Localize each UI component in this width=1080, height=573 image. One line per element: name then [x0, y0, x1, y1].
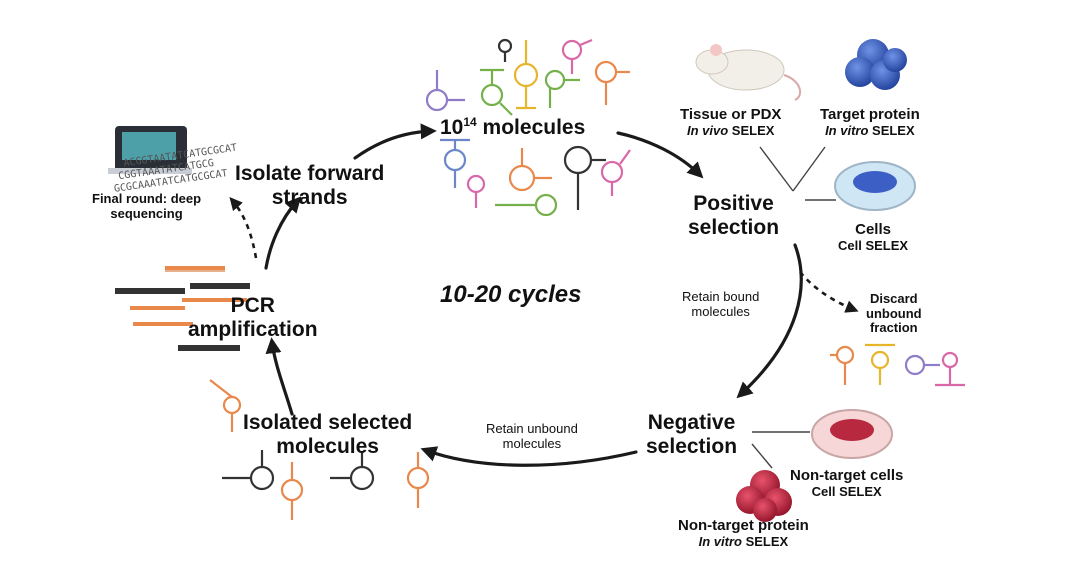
arrow-isolated-to-pcr	[265, 337, 294, 416]
arrow-negative-to-isolated	[420, 446, 638, 467]
arrow-to-sequencing	[229, 197, 258, 259]
library-label: 1014 molecules	[440, 115, 586, 139]
isolated-aptamers	[209, 379, 430, 520]
nontarget-protein-icon	[736, 470, 792, 522]
aptamer-library	[425, 38, 631, 217]
arrow-discard	[799, 271, 859, 313]
cell-dish-red	[811, 409, 893, 459]
arrow-pcr-to-isolate	[264, 196, 302, 270]
arrow-isolate-to-library	[353, 123, 437, 160]
pcr-strands	[115, 266, 250, 351]
mouse-icon	[695, 44, 802, 101]
cell-dish-blue	[834, 161, 916, 211]
target-protein-icon	[845, 39, 907, 90]
target-connectors	[751, 146, 836, 469]
discarded-aptamers	[830, 343, 965, 387]
dashed-arrows	[229, 197, 859, 313]
arrow-library-to-positive	[616, 131, 704, 179]
cycle-count-label: 10-20 cycles	[440, 281, 582, 308]
arrow-positive-to-negative	[736, 243, 803, 399]
cycle-arrows	[264, 123, 803, 467]
sequencer-machine	[108, 126, 192, 174]
